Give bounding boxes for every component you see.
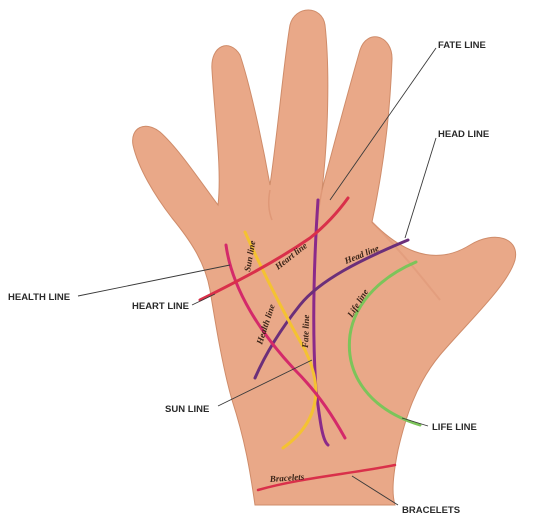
callout-sun-line: SUN LINE	[165, 404, 209, 415]
callout-life-line: LIFE LINE	[432, 422, 477, 433]
callout-heart-line: HEART LINE	[132, 301, 189, 312]
palm-label-fate-line: Fate line	[300, 314, 311, 349]
leader-health-line	[78, 265, 230, 296]
callout-fate-line: FATE LINE	[438, 40, 486, 51]
leader-head-line	[405, 138, 436, 238]
callout-bracelets: BRACELETS	[402, 505, 460, 516]
callout-head-line: HEAD LINE	[438, 129, 489, 140]
callout-health-line: HEALTH LINE	[8, 292, 70, 303]
